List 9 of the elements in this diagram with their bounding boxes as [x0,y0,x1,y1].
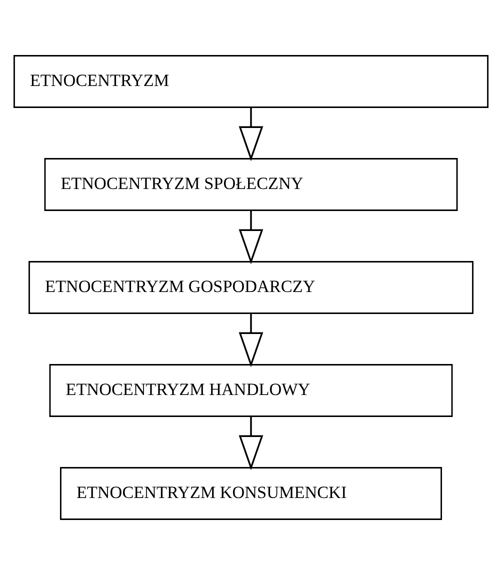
node-box: ETNOCENTRYZM HANDLOWY [49,364,453,417]
node-box: ETNOCENTRYZM [14,55,488,108]
arrow [238,108,264,162]
node-box: ETNOCENTRYZM SPOŁECZNY [44,158,458,211]
node-box: ETNOCENTRYZM GOSPODARCZY [28,261,474,314]
arrow [238,210,264,264]
arrow [238,416,264,470]
node-box: ETNOCENTRYZM KONSUMENCKI [60,467,442,520]
arrow [238,314,264,368]
